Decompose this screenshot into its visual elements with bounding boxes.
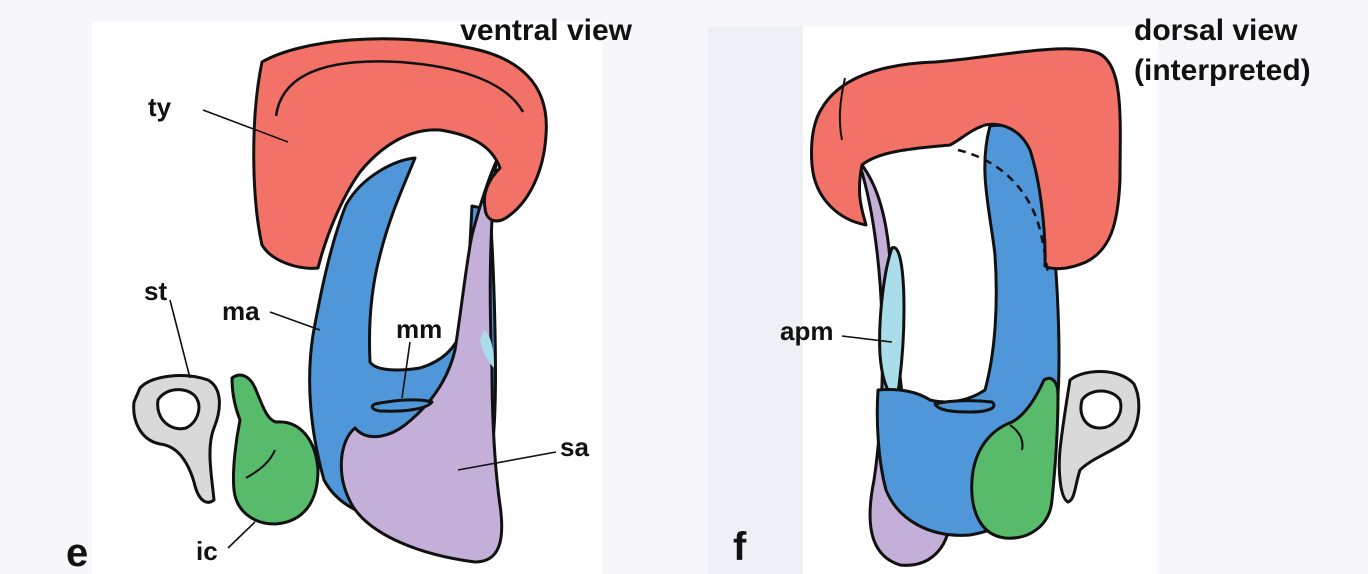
label-ma: ma (222, 296, 260, 326)
panel-f-title-line2: (interpreted) (1134, 54, 1311, 87)
label-ty: ty (148, 92, 172, 122)
panel-e-title: ventral view (460, 14, 632, 47)
panel-f-sidebar (708, 26, 803, 574)
panel-letter-e: e (66, 531, 88, 574)
label-sa: sa (560, 432, 589, 462)
label-apm: apm (780, 316, 833, 346)
panel-letter-f: f (733, 525, 747, 569)
label-mm: mm (396, 314, 442, 344)
label-ic: ic (196, 536, 218, 566)
label-st: st (144, 276, 167, 306)
panel-f-title-line1: dorsal view (1134, 14, 1298, 47)
manubrium-shape-dorsal (935, 401, 994, 412)
